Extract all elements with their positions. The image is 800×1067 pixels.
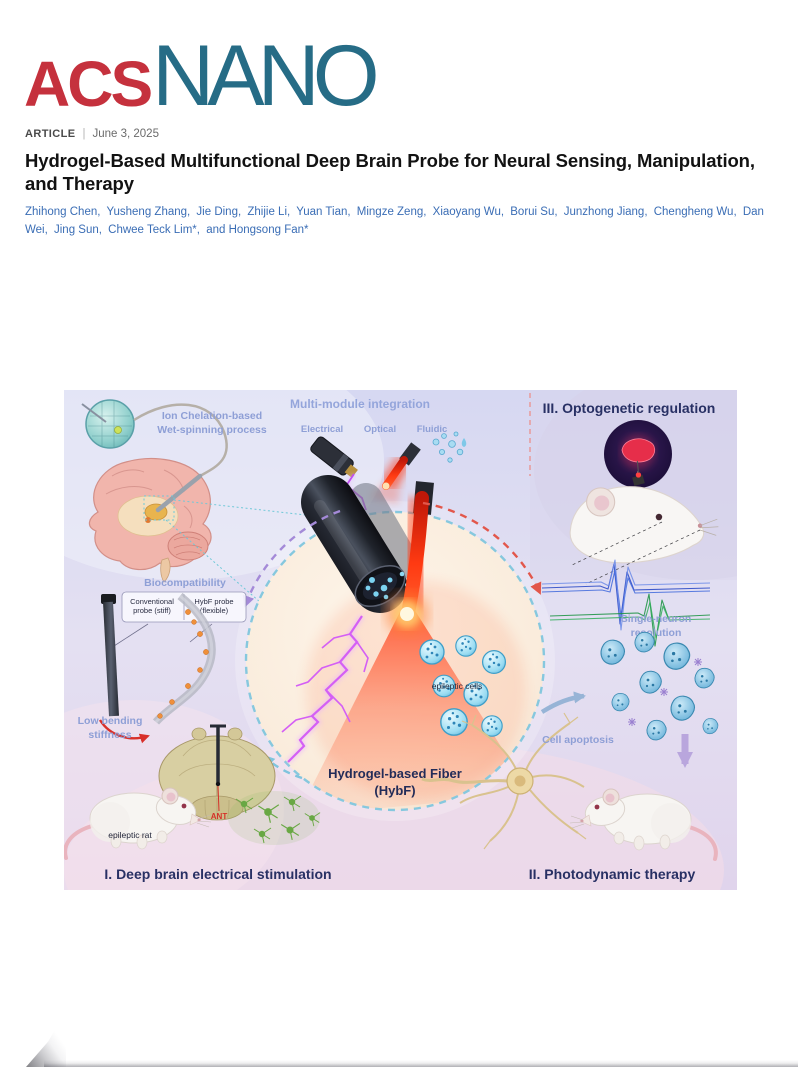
author-link[interactable]: and Hongsong Fan* <box>206 223 309 236</box>
label-section1: I. Deep brain electrical stimulation <box>104 866 331 882</box>
label-multi-module: Multi-module integration <box>290 397 430 411</box>
label-optical: Optical <box>363 424 395 435</box>
author-link[interactable]: Yusheng Zhang, <box>106 206 191 219</box>
ant-pointer-line <box>217 785 219 811</box>
author-list: Zhihong Chen, Yusheng Zhang, Jie Ding, Z… <box>25 204 770 240</box>
optogenetic-brain-inset <box>603 419 672 488</box>
meta-separator: | <box>82 128 86 140</box>
label-conventional-1: Conventional <box>130 597 174 606</box>
green-spike-traces <box>549 593 710 647</box>
wet-spinning-dish <box>80 399 135 449</box>
biocompat-label-box: Conventional probe (stiff) HybF probe (f… <box>113 591 246 647</box>
article-title: Hydrogel-Based Multifunctional Deep Brai… <box>25 150 755 194</box>
label-wet-spinning-1: Ion Chelation-based <box>161 410 261 422</box>
zoom-indicator <box>143 495 332 603</box>
author-link[interactable]: Xiaoyang Wu, <box>432 206 505 219</box>
label-hybf-probe-1: HybF probe <box>194 597 233 606</box>
label-hybf-probe-2: (flexible) <box>199 606 228 615</box>
label-hybf-sub: (HybF) <box>374 783 415 798</box>
label-epileptic-cells: epileptic cells <box>431 681 482 691</box>
fluidic-droplets-icon <box>432 431 466 463</box>
author-link[interactable]: Chwee Teck Lim*, <box>108 223 200 236</box>
blue-spike-traces <box>541 559 710 631</box>
cannula <box>155 473 202 512</box>
apoptosis-arrow <box>540 691 586 714</box>
author-link[interactable]: Jie Ding, <box>196 206 242 219</box>
label-single-neuron-1: Single-neuron <box>620 613 691 625</box>
label-low-bending-1: Low bending <box>77 715 142 727</box>
label-electrical: Electrical <box>300 424 342 435</box>
author-link[interactable]: Borui Su, <box>510 206 558 219</box>
author-link[interactable]: Zhihong Chen, <box>25 206 101 219</box>
page-curl-shadow <box>26 1011 66 1067</box>
label-epileptic-rat: epileptic rat <box>108 830 152 840</box>
label-wet-spinning-2: Wet-spinning process <box>157 424 267 436</box>
neuron-illustration <box>420 712 586 850</box>
article-type-label: ARTICLE <box>25 128 76 140</box>
mouse-head-illustration <box>569 460 718 585</box>
hybf-probe-illustration <box>152 592 216 725</box>
graphical-abstract-figure: Ion Chelation-based Wet-spinning process… <box>0 339 800 1000</box>
wet-spinning-tube <box>132 403 228 477</box>
author-link[interactable]: Chengheng Wu, <box>653 206 737 219</box>
author-link[interactable]: Dan Wei, <box>25 206 764 236</box>
label-low-bending-2: stiffness <box>88 729 131 741</box>
label-cell-apoptosis: Cell apoptosis <box>542 734 614 746</box>
graphical-abstract: Ion Chelation-based Wet-spinning process… <box>0 339 800 1000</box>
article-meta: ARTICLE | June 3, 2025 <box>25 128 800 140</box>
label-conventional-2: probe (stiff) <box>133 606 171 615</box>
bend-arrow <box>98 719 150 744</box>
label-biocompatibility: Biocompatibility <box>144 577 226 589</box>
label-section2: II. Photodynamic therapy <box>528 866 695 882</box>
label-optogenetic-title: III. Optogenetic regulation <box>542 400 715 416</box>
publication-date: June 3, 2025 <box>92 128 159 140</box>
red-fiber <box>384 480 436 636</box>
author-link[interactable]: Jing Sun, <box>54 223 102 236</box>
label-fluidic: Fluidic <box>416 424 447 435</box>
label-ant: ANT <box>210 812 227 821</box>
page-bottom-shadow <box>44 1060 798 1067</box>
author-link[interactable]: Junzhong Jiang, <box>563 206 648 219</box>
author-link[interactable]: Yuan Tian, <box>296 206 351 219</box>
green-neurons <box>227 790 321 845</box>
purple-cycle-arrow <box>242 509 340 608</box>
author-link[interactable]: Mingze Zeng, <box>356 206 427 219</box>
author-link[interactable]: Zhijie Li, <box>247 206 291 219</box>
black-fiber <box>300 474 419 613</box>
electrode <box>209 724 226 786</box>
label-hybf-title: Hydrogel-based Fiber <box>328 766 462 781</box>
red-cycle-arrow <box>422 501 541 595</box>
spike-traces <box>541 559 710 647</box>
logo-acs-text: ACS <box>24 47 153 120</box>
light-cone <box>296 579 531 810</box>
electrical-lightning <box>280 614 369 764</box>
central-circle <box>244 510 545 811</box>
conventional-probe-illustration <box>100 593 119 717</box>
acs-nano-logo[interactable]: ACS NANO <box>24 26 800 124</box>
logo-nano-text: NANO <box>152 27 379 124</box>
apoptosis-cells <box>599 631 718 741</box>
